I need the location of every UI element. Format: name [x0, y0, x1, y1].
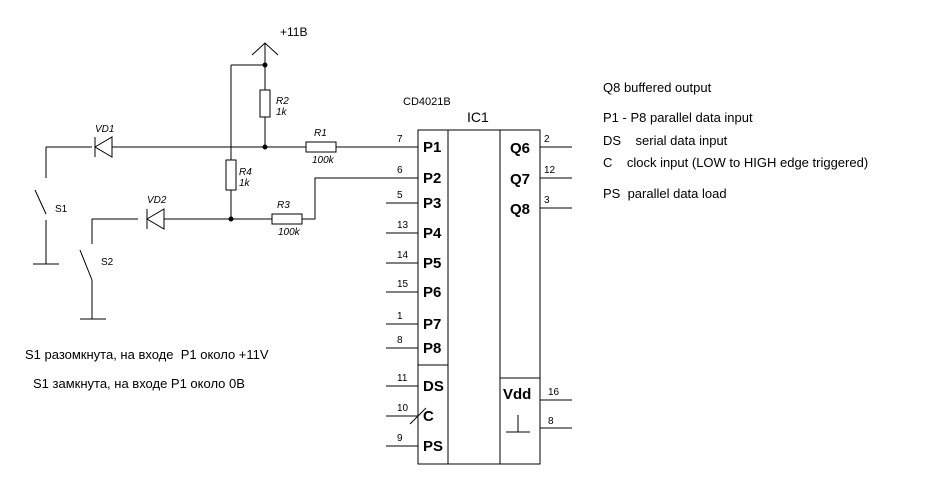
vdd-pin-number: 16 [548, 387, 560, 398]
s2-label: S2 [101, 257, 114, 268]
diode-vd2 [146, 208, 165, 230]
pin-label-ds: DS [423, 378, 444, 395]
pin-legend: Q8 buffered output P1 - P8 parallel data … [603, 80, 868, 201]
r4-value: 1k [239, 178, 251, 189]
pin-number-p6: 15 [397, 279, 409, 290]
legend-line: C clock input (LOW to HIGH edge triggere… [603, 155, 868, 170]
pin-label-q6: Q6 [510, 140, 530, 157]
pin-number-ps: 9 [397, 433, 403, 444]
ground-symbol [506, 415, 530, 433]
pin-label-p3: P3 [423, 195, 441, 212]
switch-notes: S1 разомкнута, на входе P1 около +11V S1 … [25, 347, 269, 391]
resistor-r1 [305, 141, 337, 153]
pin-number-c: 10 [397, 403, 409, 414]
left-pin-group: 7 P1 6 P2 5 P3 13 P4 14 P5 15 P6 1 P7 8 P8 11 DS 10 C 9 PS [386, 134, 444, 455]
chip-part-number: CD4021B [403, 96, 451, 108]
resistor-r2 [259, 89, 271, 118]
pin-number-p3: 5 [397, 190, 403, 201]
vd2-label: VD2 [147, 195, 167, 206]
pin-number-ds: 11 [397, 373, 408, 384]
pin-number-p1: 7 [397, 134, 403, 145]
pin-number-p2: 6 [397, 165, 403, 176]
r1-ref: R1 [314, 128, 327, 139]
switch-s2 [79, 219, 106, 320]
pin-label-ps: PS [423, 438, 443, 455]
pin-label-c: C [423, 408, 434, 425]
pin-label-p4: P4 [423, 225, 442, 242]
legend-line: DS serial data input [603, 133, 728, 148]
pin-label-q8: Q8 [510, 201, 530, 218]
pin-label-p2: P2 [423, 170, 441, 187]
s1-label: S1 [55, 204, 68, 215]
note-line: S1 замкнута, на входе P1 около 0В [33, 376, 245, 391]
pin-number-q6: 2 [544, 134, 550, 145]
pin-number-p8: 8 [397, 335, 403, 346]
diode-vd1 [94, 136, 113, 158]
r1-value: 100k [312, 155, 335, 166]
pin-number-p5: 14 [397, 250, 409, 261]
legend-line: P1 - P8 parallel data input [603, 110, 753, 125]
legend-line: Q8 buffered output [603, 80, 712, 95]
vdd-pin-label: Vdd [503, 386, 531, 403]
pin-label-p8: P8 [423, 340, 441, 357]
clock-edge-mark [409, 407, 427, 425]
pin-label-p5: P5 [423, 255, 441, 272]
resistor-r3 [271, 213, 303, 225]
vd1-label: VD1 [95, 124, 114, 135]
gnd-pin-number: 8 [548, 416, 554, 427]
chip-body [417, 129, 541, 465]
note-line: S1 разомкнута, на входе P1 около +11V [25, 347, 269, 362]
resistor-r4 [225, 159, 237, 191]
pin-label-p1: P1 [423, 139, 441, 156]
supply-label: +11B [280, 25, 307, 39]
switch-s1 [33, 147, 59, 265]
r3-value: 100k [278, 227, 301, 238]
pin-number-q8: 3 [544, 195, 550, 206]
r3-ref: R3 [277, 200, 290, 211]
chip-reference: IC1 [467, 109, 489, 125]
pin-number-q7: 12 [544, 165, 556, 176]
r2-value: 1k [276, 107, 288, 118]
wire-p2 [302, 177, 418, 220]
pin-label-p7: P7 [423, 316, 441, 333]
r4-ref: R4 [239, 167, 252, 178]
pin-number-p4: 13 [397, 220, 409, 231]
legend-line: PS parallel data load [603, 186, 727, 201]
pin-label-q7: Q7 [510, 171, 530, 188]
pin-number-p7: 1 [397, 311, 403, 322]
supply-arrow-symbol [251, 42, 279, 65]
pin-label-p6: P6 [423, 284, 441, 301]
r2-ref: R2 [276, 96, 289, 107]
